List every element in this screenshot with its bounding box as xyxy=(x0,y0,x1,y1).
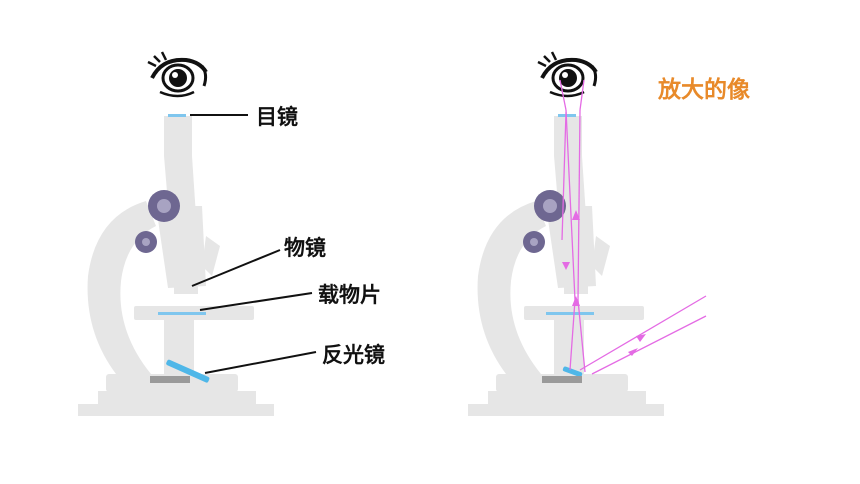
magnified-image-title: 放大的像 xyxy=(657,76,751,103)
left-microscope xyxy=(78,114,274,416)
light-rays xyxy=(559,79,707,375)
eyepiece-lens xyxy=(558,114,576,117)
slide-glass xyxy=(546,312,594,315)
label-objective: 物镜 xyxy=(284,236,326,260)
ray-arrows xyxy=(562,210,646,356)
eyepiece-lens xyxy=(168,114,186,117)
reflector-mirror xyxy=(562,366,583,377)
slide-leader xyxy=(199,292,313,311)
label-eyepiece: 目镜 xyxy=(256,105,298,129)
label-mirror: 反光镜 xyxy=(322,343,385,367)
eye-icon xyxy=(536,50,598,98)
mirror-leader xyxy=(204,351,317,374)
eye-icon xyxy=(146,50,208,98)
right-microscope xyxy=(468,114,664,416)
label-slide: 载物片 xyxy=(318,283,381,307)
objective-leader xyxy=(191,249,281,287)
slide-glass xyxy=(158,312,206,315)
reflector-mirror xyxy=(166,359,210,383)
